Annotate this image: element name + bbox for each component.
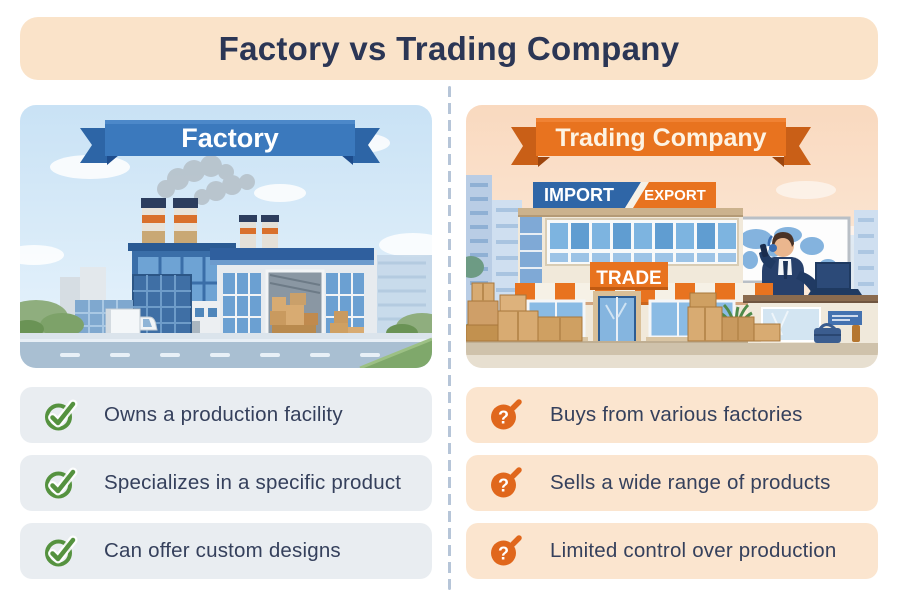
factory-points-list: Owns a production facility Specializes i… (20, 387, 432, 591)
briefcase (814, 323, 841, 343)
trading-ribbon: Trading Company (511, 118, 811, 167)
factory-ribbon-label: Factory (181, 123, 279, 153)
svg-text:?: ? (498, 408, 509, 428)
bushes-left (20, 300, 84, 338)
trade-sign: TRADE (590, 262, 668, 290)
factory-point-text: Owns a production facility (104, 403, 343, 426)
question-circle-icon: ? (488, 465, 524, 501)
column-divider (448, 86, 451, 590)
page-title: Factory vs Trading Company (218, 29, 680, 67)
trading-points-list: ? Buys from various factories ? Sells a … (466, 387, 878, 591)
factory-ribbon: Factory (80, 120, 380, 165)
factory-point-text: Can offer custom designs (104, 539, 341, 562)
trading-ribbon-label: Trading Company (555, 124, 766, 152)
trading-point-text: Limited control over production (550, 539, 837, 562)
smoke (157, 155, 255, 205)
factory-point-row: Owns a production facility (20, 387, 432, 443)
trading-point-row: ? Buys from various factories (466, 387, 878, 443)
laptop (808, 262, 862, 295)
cardboard-boxes-right (687, 292, 781, 342)
import-export-sign: IMPORT EXPORT (533, 182, 716, 208)
window-band (545, 218, 739, 266)
question-circle-icon: ? (488, 533, 524, 569)
trading-company-illustration: TRADE (466, 105, 878, 368)
ground (466, 341, 878, 368)
title-banner: Factory vs Trading Company (20, 17, 878, 80)
trading-illustration-panel: TRADE (466, 105, 878, 368)
factory-illustration-panel: Factory (20, 105, 432, 368)
svg-text:?: ? (498, 476, 509, 496)
check-circle-icon (42, 533, 78, 569)
check-circle-icon (42, 397, 78, 433)
import-sign-label: IMPORT (544, 185, 614, 205)
question-circle-icon: ? (488, 397, 524, 433)
trading-point-row: ? Limited control over production (466, 523, 878, 579)
trading-point-text: Buys from various factories (550, 403, 803, 426)
boxes-inside (270, 293, 318, 335)
svg-text:?: ? (498, 544, 509, 564)
cardboard-boxes-left (466, 282, 583, 342)
factory-point-row: Specializes in a specific product (20, 455, 432, 511)
warehouse (210, 248, 377, 342)
factory-illustration: Factory (20, 105, 432, 368)
trading-point-text: Sells a wide range of products (550, 471, 831, 494)
export-sign-label: EXPORT (644, 187, 706, 204)
road (20, 333, 432, 368)
factory-point-row: Can offer custom designs (20, 523, 432, 579)
trading-point-row: ? Sells a wide range of products (466, 455, 878, 511)
check-circle-icon (42, 465, 78, 501)
factory-point-text: Specializes in a specific product (104, 471, 402, 494)
trade-sign-label: TRADE (596, 268, 661, 289)
